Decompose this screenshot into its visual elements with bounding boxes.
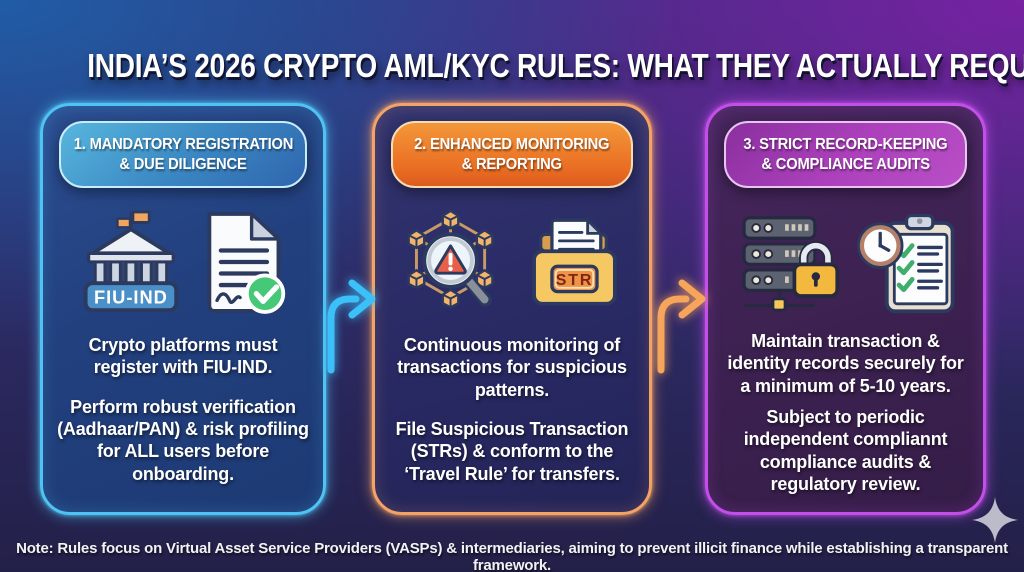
padlock-icon [792,241,839,298]
panel-3-paragraph-1: Maintain transaction & identity records … [727,331,964,396]
panel-2-paragraph-1: Continuous monitoring of transactions fo… [397,335,627,400]
arrow-right-icon [648,266,706,374]
panel-2-header: 2. ENHANCED MONITORING & REPORTING [391,121,633,188]
blockchain-monitoring-icon [407,209,494,309]
panel-3-header-line-1: 3. STRICT RECORD-KEEPING [743,135,948,153]
panel-1-body: Crypto platforms must register with FIU-… [56,334,310,485]
arrow-right-icon [318,266,376,374]
government-building-icon: FIU-IND [83,210,179,313]
panel-2-paragraph-2: File Suspicious Transaction (STRs) & con… [395,418,629,484]
compliance-audit-clipboard-icon [856,213,954,314]
panel-2-header-line-1: 2. ENHANCED MONITORING [414,135,610,153]
panel-monitoring: 2. ENHANCED MONITORING & REPORTING [372,103,652,515]
clock-icon [856,222,903,269]
panel-1-paragraph-2: Perform robust verification (Aadhaar/PAN… [57,396,309,484]
panel-3-header-line-2: & COMPLIANCE AUDITS [761,155,930,173]
panel-1-header: 1. MANDATORY REGISTRATION & DUE DILIGENC… [59,121,307,188]
registered-document-check-icon [207,212,286,314]
panel-3-body: Maintain transaction & identity records … [721,330,970,495]
panel-2-header-line-2: & REPORTING [461,155,563,173]
fiu-ind-badge-label: FIU-IND [94,286,168,307]
panel-3-icons [708,204,983,320]
panel-2-icons: STR [375,204,649,320]
panel-1-header-line-2: & DUE DILIGENCE [119,155,247,173]
str-folder-icon: STR [532,216,617,306]
panel-2-body: Continuous monitoring of transactions fo… [388,334,636,485]
panel-1-paragraph-1: Crypto platforms must register with FIU-… [88,335,278,378]
secure-server-records-icon [741,216,839,312]
page-title: INDIA’S 2026 CRYPTO AML/KYC RULES: WHAT … [0,47,1024,85]
sparkle-icon [972,497,1018,543]
page-title-text: INDIA’S 2026 CRYPTO AML/KYC RULES: WHAT … [87,47,1024,85]
str-label: STR [556,272,594,289]
panel-3-header: 3. STRICT RECORD-KEEPING & COMPLIANCE AU… [724,121,967,188]
panel-1-icons: FIU-IND [43,204,323,320]
panel-3-paragraph-2: Subject to periodic independent complian… [743,406,948,494]
panel-registration: 1. MANDATORY REGISTRATION & DUE DILIGENC… [40,103,326,515]
panel-record-keeping: 3. STRICT RECORD-KEEPING & COMPLIANCE AU… [705,103,986,515]
footer-note: Note: Rules focus on Virtual Asset Servi… [16,540,1008,572]
panel-1-header-line-1: 1. MANDATORY REGISTRATION [73,135,293,153]
